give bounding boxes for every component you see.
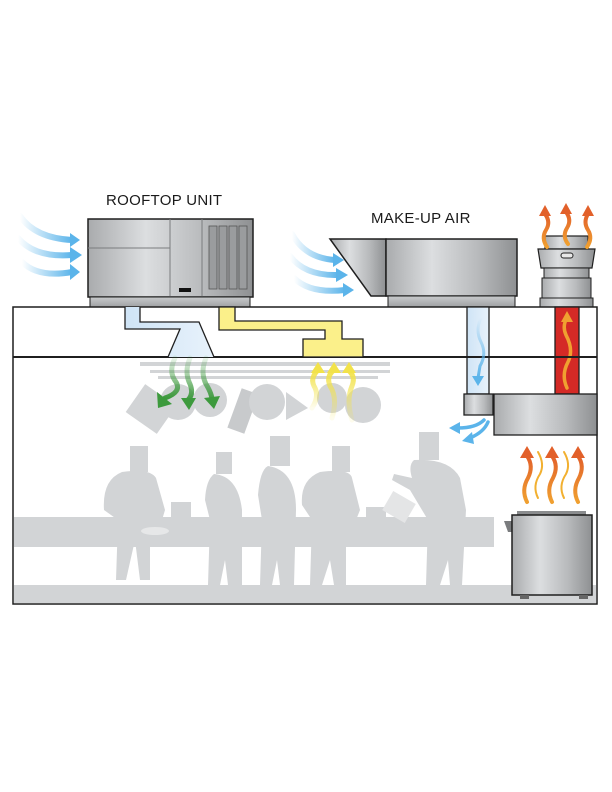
exhaust-flow-arrowhead xyxy=(561,311,573,322)
make-up-air-label: MAKE-UP AIR xyxy=(371,210,471,227)
return-air-arrows xyxy=(309,367,356,423)
exhaust-flow-arrow xyxy=(562,316,573,390)
kitchen-silhouettes xyxy=(14,362,596,603)
return-duct xyxy=(218,306,364,358)
make-up-air-flow-arrowhead xyxy=(472,376,484,386)
exhaust-discharge-arrows xyxy=(541,210,593,249)
chef-silhouette xyxy=(392,432,466,585)
floor-silhouette xyxy=(14,585,596,603)
outdoor-air-arrowheads-mua xyxy=(333,253,354,297)
make-up-air-unit xyxy=(328,238,518,308)
exhaust-hood xyxy=(493,393,598,436)
pot-rack-silhouette xyxy=(140,362,390,366)
outdoor-air-arrows-mua xyxy=(287,231,348,294)
chef-silhouette xyxy=(103,446,165,580)
make-up-air-flow-arrow xyxy=(476,316,486,380)
air-arrow xyxy=(15,235,75,259)
rooftop-unit-label: ROOFTOP UNIT xyxy=(106,192,222,209)
counter-silhouette xyxy=(14,517,494,547)
make-up-air-release-arrowheads xyxy=(449,422,474,444)
chef-silhouette xyxy=(205,452,242,585)
heat-rising-arrowheads xyxy=(520,446,585,458)
chef-silhouette xyxy=(258,436,296,585)
rooftop-unit xyxy=(87,218,254,308)
supply-air-arrowheads xyxy=(157,392,220,410)
outdoor-air-arrows-rtu xyxy=(15,213,75,277)
cooking-appliance xyxy=(504,511,593,599)
outdoor-air-arrowheads-rtu xyxy=(70,233,82,280)
exhaust-discharge-arrowheads xyxy=(539,203,594,216)
heat-rising-arrows xyxy=(522,451,584,504)
exhaust-duct xyxy=(554,306,580,395)
air-arrow xyxy=(19,259,75,277)
supply-air-arrows xyxy=(162,355,215,403)
return-air-arrowheads xyxy=(311,362,356,373)
chef-silhouette xyxy=(301,446,360,585)
exhaust-fan xyxy=(537,235,596,308)
supply-duct xyxy=(124,307,215,358)
make-up-air-diffuser xyxy=(463,393,494,416)
air-arrow xyxy=(17,213,75,243)
